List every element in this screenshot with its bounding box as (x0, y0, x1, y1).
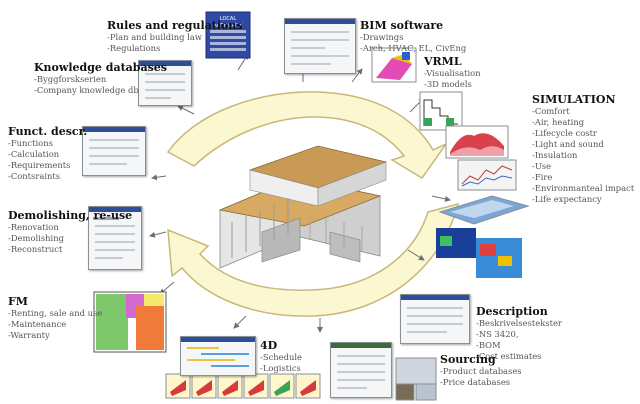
description-title: Description (476, 305, 548, 318)
vrml-topic: VRML -Visualisation -3D models (424, 56, 481, 90)
fm-floor-plan (93, 291, 167, 353)
simulation-item-9: -Life expectancy (532, 194, 602, 204)
simulation-item-6: -Use (532, 161, 552, 171)
vrml-item-2: -3D models (424, 79, 472, 89)
rules-topic: Rules and regulations -Plan and building… (107, 20, 243, 54)
bim-software-title: BIM software (360, 19, 444, 32)
sign-line-1: LOCAL (220, 16, 236, 22)
fm-item-1: -Renting, sale and use (8, 308, 103, 318)
description-item-4: -Cost estimates (476, 351, 542, 361)
sourcing-product-photos (395, 357, 437, 401)
vrml-3d-model (371, 47, 417, 83)
simulation-item-3: -Lifecycle costr (532, 128, 597, 138)
demolishing-item-2: -Demolishing (8, 233, 64, 243)
funct-descr-screenshot (82, 126, 146, 176)
schedule-screenshot (180, 336, 256, 376)
knowledge-item-1: -Byggforskserien (34, 74, 107, 84)
funct-descr-item-1: -Functions (8, 138, 53, 148)
funct-descr-title: Funct. descr. (8, 125, 88, 138)
fm-topic: FM -Renting, sale and use -Maintenance -… (8, 296, 102, 341)
simulation-item-4: -Light and sound (532, 139, 604, 149)
bim-software-item-1: -Drawings (360, 32, 404, 42)
knowledge-title: Knowledge databases (34, 61, 167, 74)
simulation-graphs (419, 91, 530, 278)
sourcing-item-2: -Price databases (440, 377, 511, 387)
rules-item-2: -Regulations (107, 43, 161, 53)
simulation-item-7: -Fire (532, 172, 553, 182)
knowledge-db-screenshot (138, 60, 192, 106)
funct-descr-item-2: -Calculation (8, 149, 60, 159)
vrml-item-1: -Visualisation (424, 68, 481, 78)
simulation-item-5: -Insulation (532, 150, 578, 160)
4d-topic: 4D -Schedule -Logistics (260, 340, 302, 374)
cycle-arrow-lower (167, 202, 460, 317)
sourcing-title: Sourcing (440, 353, 496, 366)
rules-item-1: -Plan and building law (107, 32, 203, 42)
sign-line-2: AUTHORITY (214, 23, 244, 29)
knowledge-item-2: -Company knowledge db (34, 85, 139, 95)
rules-title: Rules and regulations (107, 19, 243, 32)
description-item-1: -Beskrivelsestekster (476, 318, 562, 328)
vrml-title: VRML (424, 55, 462, 68)
fm-item-3: -Warranty (8, 330, 50, 340)
demolishing-item-3: -Reconstruct (8, 244, 63, 254)
bim-software-screenshot (284, 18, 356, 74)
description-item-3: -BOM (476, 340, 501, 350)
simulation-item-1: -Comfort (532, 106, 570, 116)
funct-descr-topic: Funct. descr. -Functions -Calculation -R… (8, 126, 87, 182)
sourcing-item-1: -Product databases (440, 366, 522, 376)
building-model (218, 145, 388, 269)
demolishing-title: Demolishing, re-use (8, 209, 133, 222)
knowledge-topic: Knowledge databases -Byggforskserien -Co… (34, 62, 167, 96)
funct-descr-item-4: -Contsraints (8, 171, 61, 181)
simulation-title: SIMULATION (532, 93, 616, 106)
4d-item-2: -Logistics (260, 363, 301, 373)
description-screenshot (400, 294, 470, 344)
4d-title: 4D (260, 339, 278, 352)
demolishing-screenshot (88, 206, 142, 270)
fm-item-2: -Maintenance (8, 319, 67, 329)
fm-title: FM (8, 295, 28, 308)
funct-descr-item-3: -Requirements (8, 160, 71, 170)
demolishing-topic: Demolishing, re-use -Renovation -Demolis… (8, 210, 132, 255)
sourcing-topic: Sourcing -Product databases -Price datab… (440, 354, 522, 388)
bim-software-topic: BIM software -Drawings -Arch, HVAC, EL, … (360, 20, 466, 54)
4d-render-thumbnails (165, 373, 321, 399)
demolishing-item-1: -Renovation (8, 222, 59, 232)
description-topic: Description -Beskrivelsestekster -NS 342… (476, 306, 562, 362)
local-authority-sign: LOCAL AUTHORITY (205, 11, 251, 59)
4d-item-1: -Schedule (260, 352, 302, 362)
simulation-item-2: -Air, heating (532, 117, 585, 127)
simulation-item-8: -Environmanteal impact (532, 183, 635, 193)
simulation-topic: SIMULATION -Comfort -Air, heating -Lifec… (532, 94, 634, 205)
sourcing-screenshot (330, 342, 392, 398)
bim-software-item-2: -Arch, HVAC, EL, CivEng (360, 43, 467, 53)
description-item-2: -NS 3420, (476, 329, 519, 339)
